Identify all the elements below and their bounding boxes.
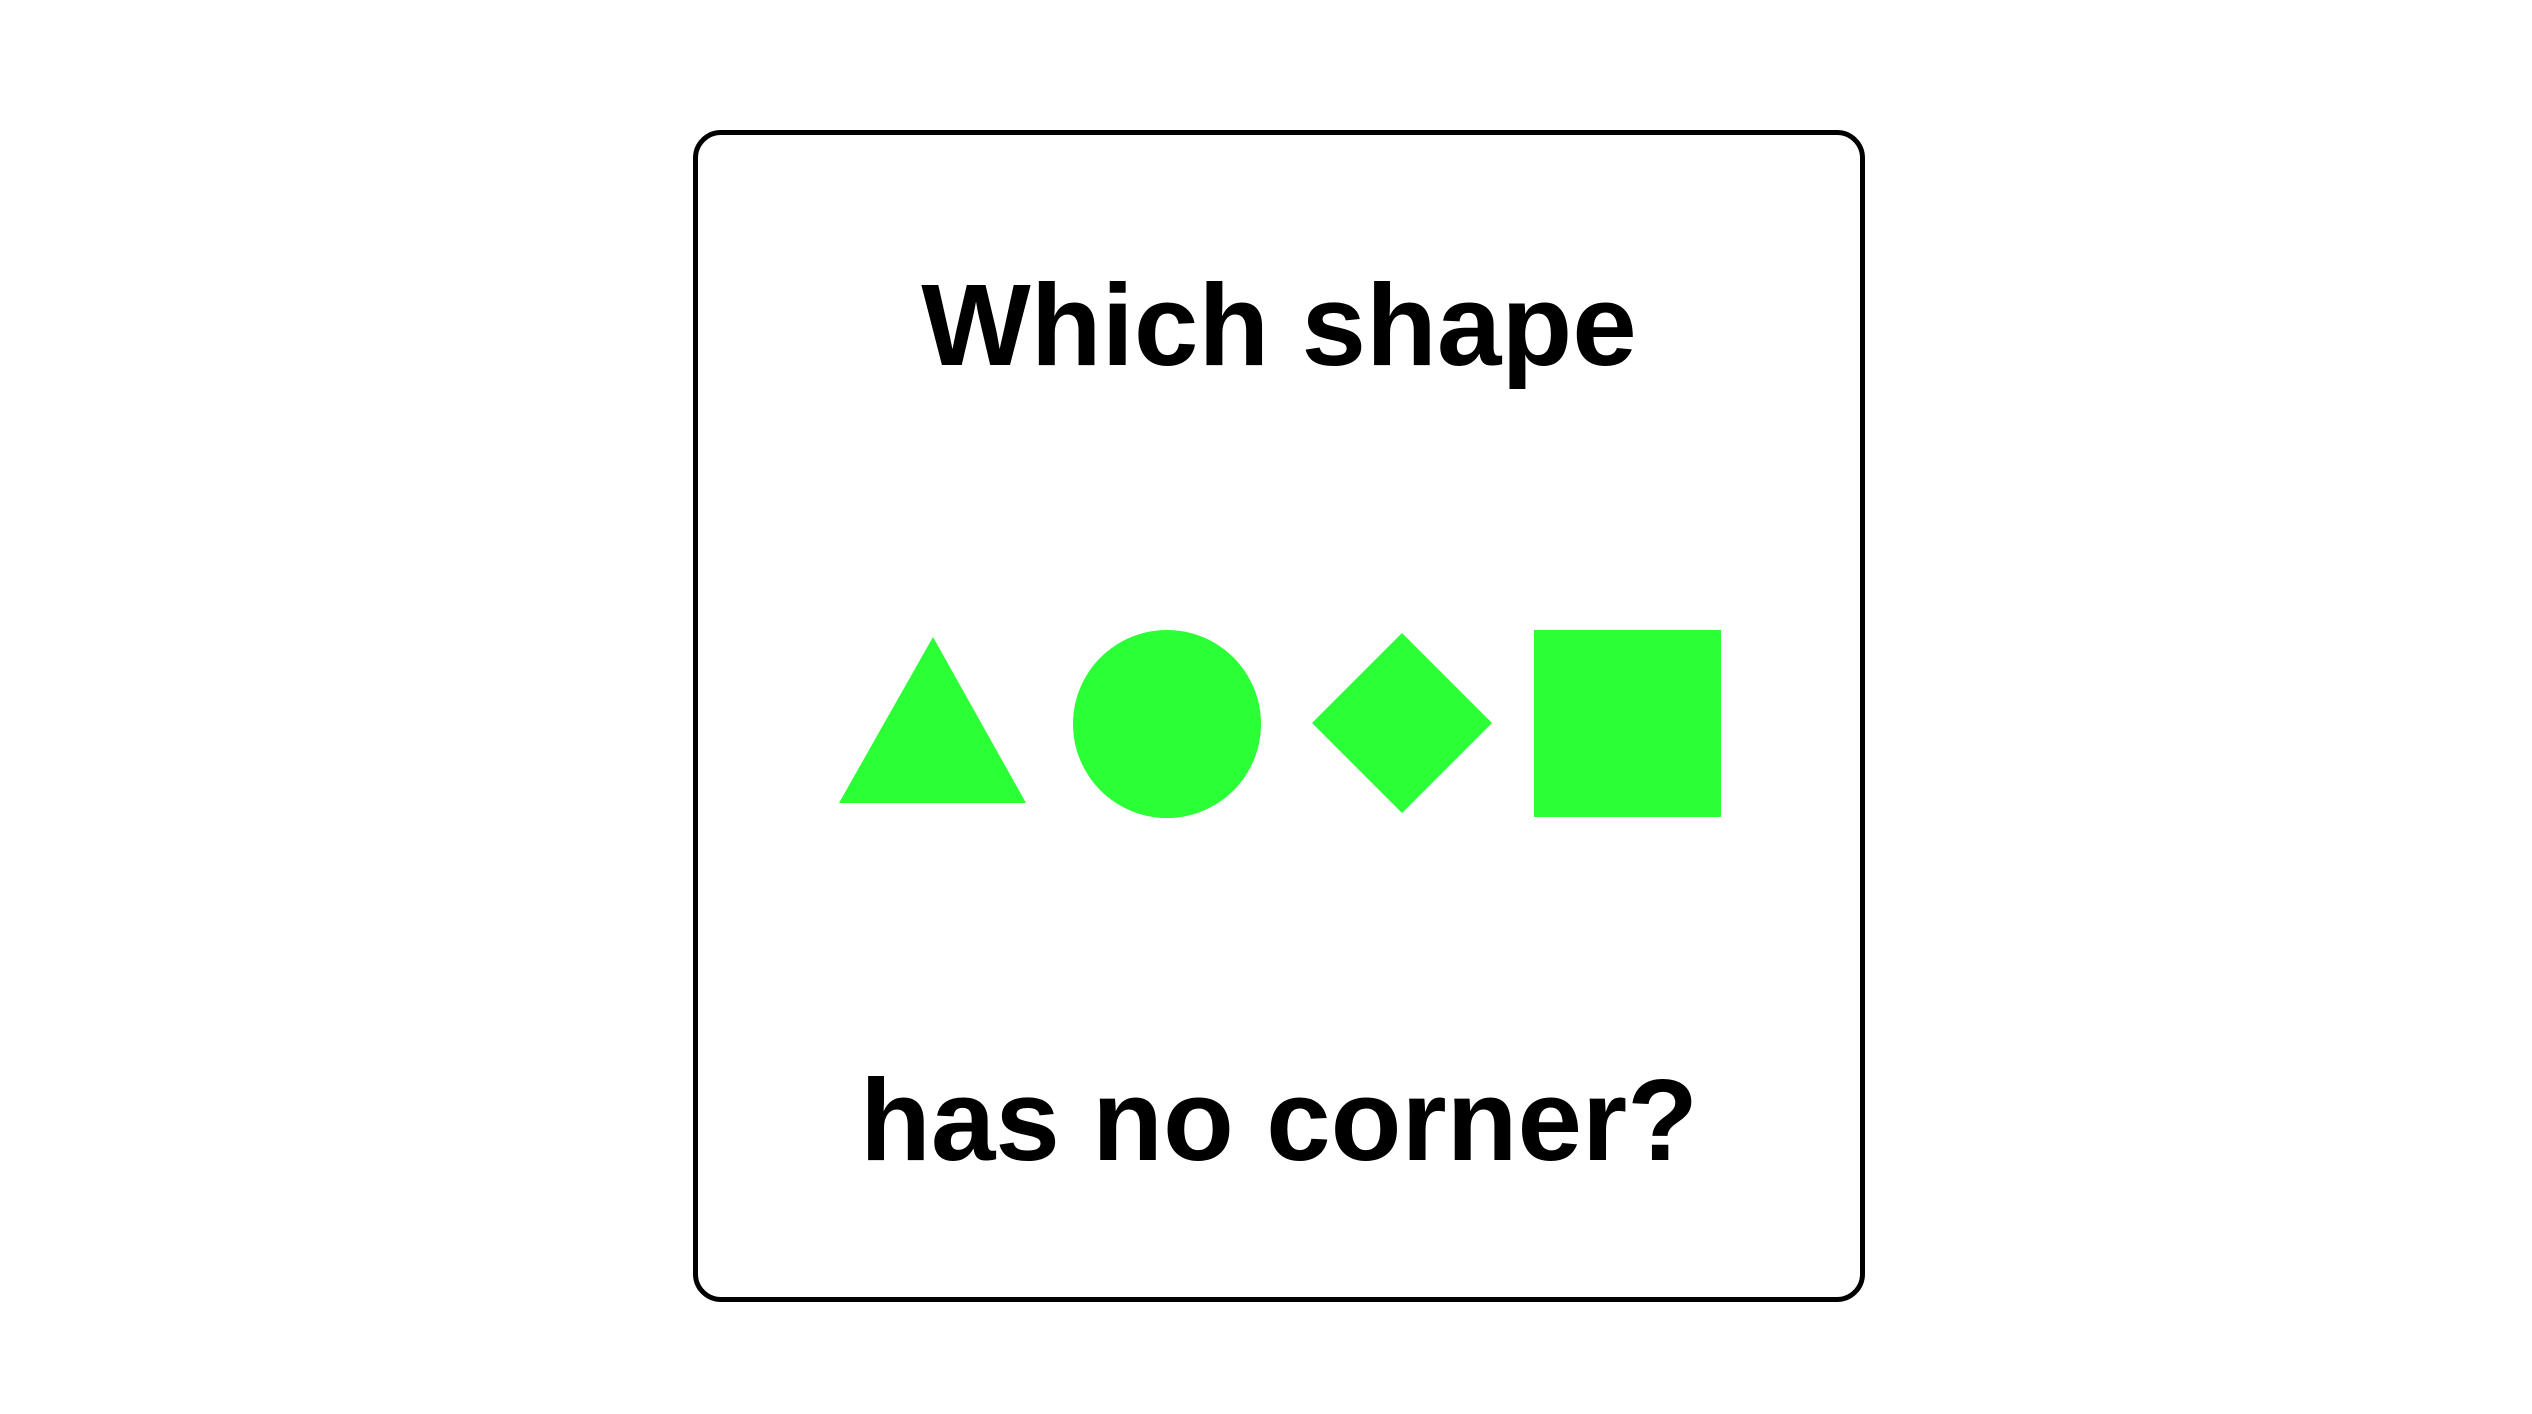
- diamond-shape[interactable]: [1312, 633, 1492, 813]
- square-shape[interactable]: [1534, 630, 1721, 817]
- triangle-shape[interactable]: [839, 637, 1026, 803]
- question-card: Which shape has no corner?: [693, 130, 1865, 1302]
- shape-options: [839, 630, 1721, 818]
- question-line-2: has no corner?: [860, 1055, 1698, 1185]
- circle-shape[interactable]: [1073, 630, 1261, 818]
- question-line-1: Which shape: [921, 260, 1637, 390]
